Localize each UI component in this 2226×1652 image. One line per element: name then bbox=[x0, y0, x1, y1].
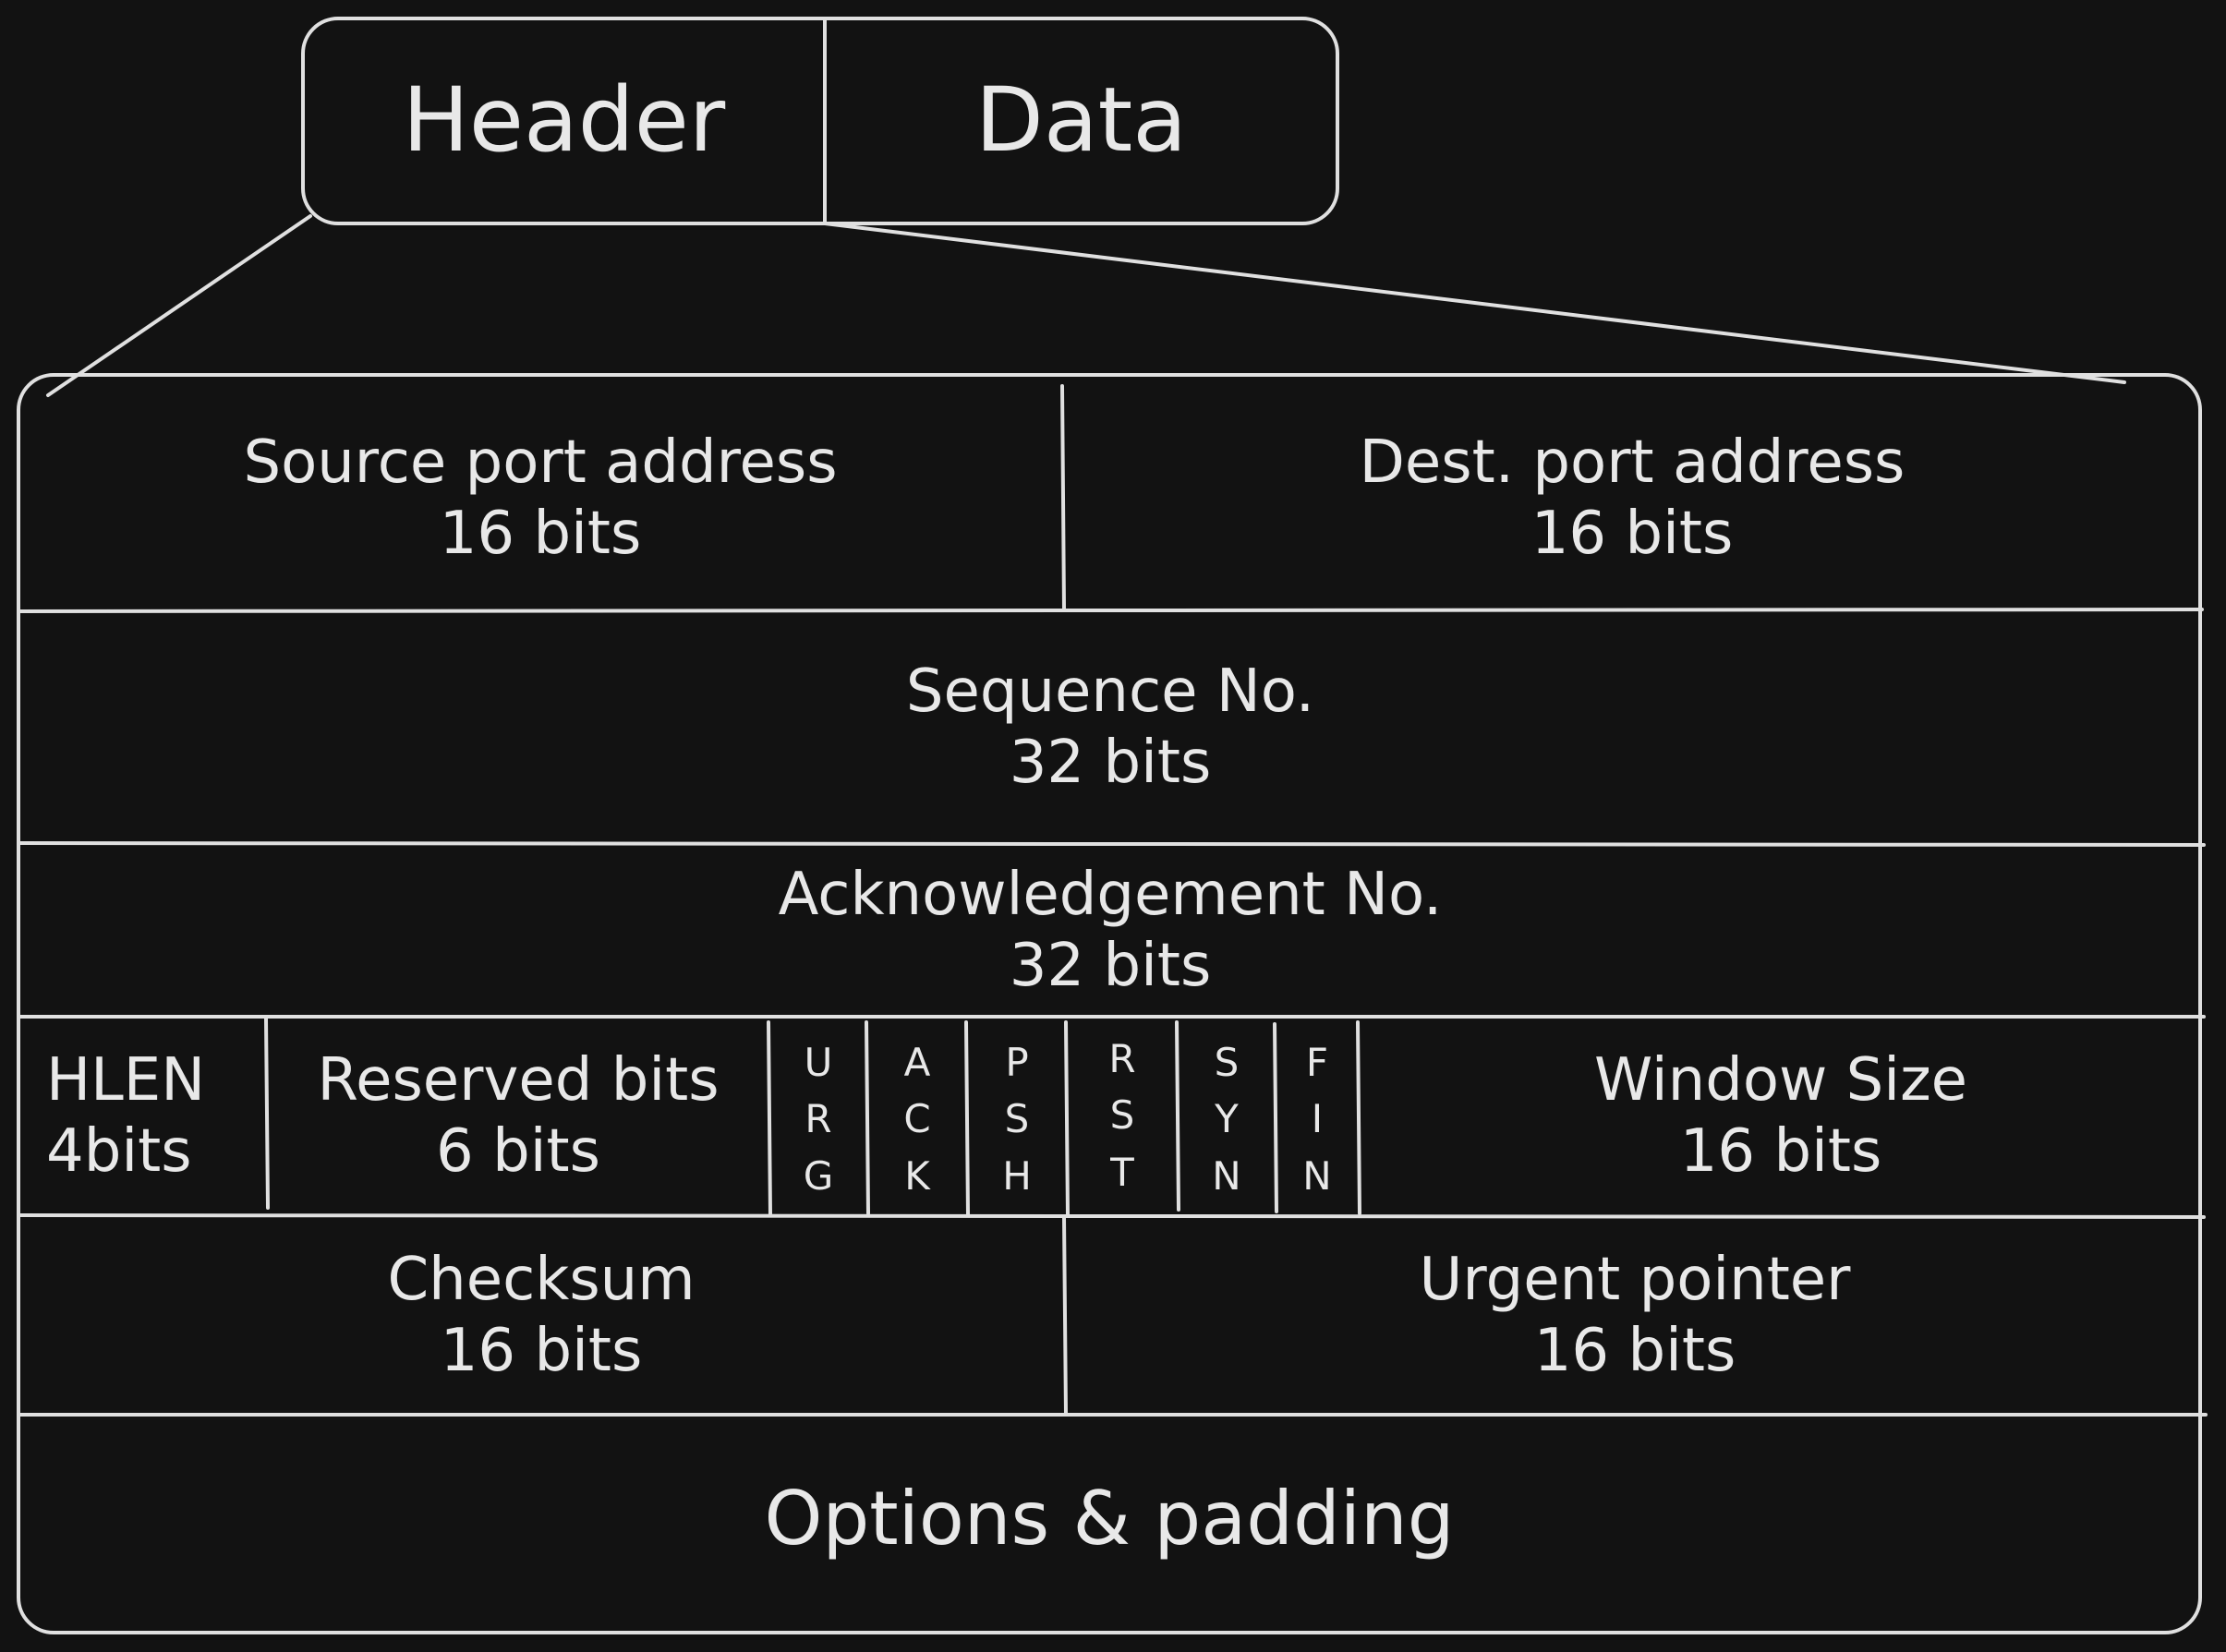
reserved-field: Reserved bits 6 bits bbox=[270, 1019, 767, 1214]
flag-urg-letter-1: U bbox=[804, 1040, 833, 1086]
flag-psh-letter-1: P bbox=[1005, 1040, 1029, 1086]
header-table-outline bbox=[17, 373, 2202, 1634]
urgent-pointer-size: 16 bits bbox=[1533, 1317, 1736, 1385]
hlen-size: 4bits bbox=[46, 1117, 192, 1186]
ack-title: Acknowledgement No. bbox=[778, 861, 1443, 930]
flag-fin: F I N bbox=[1278, 1034, 1356, 1204]
reserved-size: 6 bits bbox=[436, 1117, 600, 1186]
flag-syn-letter-3: N bbox=[1212, 1152, 1241, 1199]
urgent-pointer-field: Urgent pointer 16 bits bbox=[1068, 1219, 2202, 1413]
urgent-pointer-title: Urgent pointer bbox=[1419, 1246, 1851, 1315]
flag-ack-letter-1: A bbox=[903, 1040, 931, 1086]
flag-rst-letter-1: R bbox=[1108, 1036, 1136, 1082]
hlen-field: HLEN 4bits bbox=[46, 1019, 264, 1214]
flag-syn: S Y N bbox=[1180, 1034, 1273, 1204]
window-size-size: 16 bits bbox=[1679, 1117, 1882, 1186]
flag-psh: P S H bbox=[970, 1034, 1064, 1204]
flag-rst: R S T bbox=[1070, 1031, 1175, 1200]
flag-fin-letter-2: I bbox=[1311, 1096, 1324, 1142]
row-divider-2 bbox=[18, 841, 2206, 847]
connector-left bbox=[46, 214, 312, 397]
ack-field: Acknowledgement No. 32 bits bbox=[20, 846, 2200, 1016]
packet-box bbox=[301, 17, 1339, 225]
col-divider-reserved bbox=[767, 1020, 772, 1217]
sequence-size: 32 bits bbox=[1009, 729, 1212, 797]
flag-urg-letter-2: R bbox=[805, 1096, 832, 1142]
flag-psh-letter-3: H bbox=[1002, 1152, 1032, 1199]
hlen-title: HLEN bbox=[46, 1046, 206, 1115]
col-divider-ack bbox=[964, 1020, 970, 1217]
window-size-field: Window Size 16 bits bbox=[1361, 1019, 2200, 1214]
header-label: Header bbox=[402, 68, 726, 173]
connector-right bbox=[823, 222, 2126, 384]
flag-rst-letter-3: T bbox=[1110, 1149, 1134, 1195]
flag-urg: U R G bbox=[772, 1034, 865, 1204]
dest-port-field: Dest. port address 16 bits bbox=[1066, 388, 2198, 609]
flag-syn-letter-2: Y bbox=[1215, 1096, 1239, 1142]
source-port-size: 16 bits bbox=[439, 500, 642, 568]
col-divider-urg bbox=[865, 1020, 870, 1215]
sequence-title: Sequence No. bbox=[905, 657, 1315, 727]
col-divider-hlen bbox=[264, 1017, 270, 1210]
flag-ack-letter-3: K bbox=[904, 1152, 930, 1199]
data-label: Data bbox=[974, 68, 1188, 173]
window-size-title: Window Size bbox=[1593, 1046, 1968, 1115]
flag-rst-letter-2: S bbox=[1109, 1092, 1135, 1139]
col-divider-fin bbox=[1356, 1020, 1361, 1215]
col-divider-rst bbox=[1175, 1020, 1180, 1212]
sequence-field: Sequence No. 32 bits bbox=[20, 613, 2200, 842]
col-divider-checksum bbox=[1062, 1215, 1068, 1417]
dest-port-title: Dest. port address bbox=[1359, 428, 1905, 498]
flag-ack-letter-2: C bbox=[903, 1096, 931, 1142]
flag-fin-letter-3: N bbox=[1302, 1152, 1332, 1199]
row-divider-4 bbox=[17, 1213, 2206, 1219]
source-port-field: Source port address 16 bits bbox=[20, 388, 1060, 609]
checksum-size: 16 bits bbox=[440, 1317, 643, 1385]
flag-fin-letter-1: F bbox=[1305, 1040, 1329, 1086]
ack-size: 32 bits bbox=[1009, 932, 1212, 1000]
dest-port-size: 16 bits bbox=[1530, 500, 1734, 568]
col-divider-syn bbox=[1273, 1022, 1278, 1213]
row-divider-1 bbox=[17, 608, 2204, 613]
source-port-title: Source port address bbox=[243, 428, 838, 498]
col-divider-ports bbox=[1060, 384, 1066, 611]
reserved-title: Reserved bits bbox=[317, 1046, 720, 1115]
checksum-field: Checksum 16 bits bbox=[20, 1219, 1062, 1413]
col-divider-psh bbox=[1064, 1020, 1070, 1217]
checksum-title: Checksum bbox=[387, 1246, 696, 1315]
options-padding-field: Options & padding bbox=[764, 1476, 1455, 1562]
flag-psh-letter-2: S bbox=[1004, 1096, 1030, 1142]
flag-syn-letter-1: S bbox=[1214, 1040, 1240, 1086]
flag-urg-letter-3: G bbox=[803, 1152, 834, 1199]
flag-ack: A C K bbox=[870, 1034, 964, 1204]
